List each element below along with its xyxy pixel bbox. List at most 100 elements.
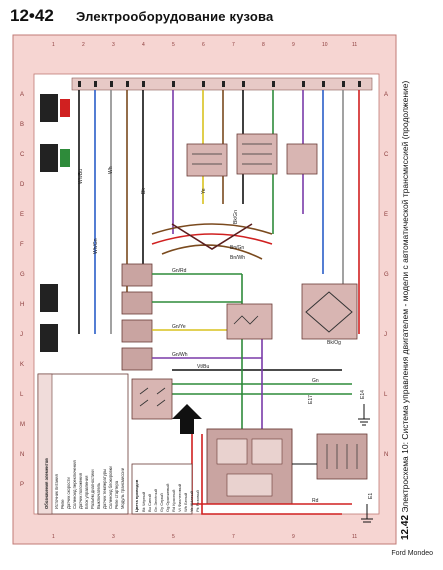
color-key-item: Pk Розовый: [195, 490, 200, 512]
legend-item: Разъём диагностики: [90, 469, 95, 509]
wire-label-rd: Rd: [312, 498, 319, 504]
ground-symbol-icon: [358, 404, 373, 523]
svg-text:A: A: [20, 92, 24, 98]
svg-text:8: 8: [262, 42, 265, 48]
color-key-item: Bu Синий: [147, 494, 152, 512]
left-switch-block: [131, 378, 173, 420]
wire-label-gn-rd: Gn/Rd: [172, 268, 187, 274]
color-key-item: Rd Красный: [171, 490, 176, 512]
svg-text:B: B: [20, 122, 24, 128]
wire-label-gn-ye: Gn/Ye: [172, 324, 186, 330]
caption-text: Электросхема 10: Система управления двиг…: [400, 80, 410, 513]
color-key-title: Цвета проводов: [134, 479, 139, 512]
color-key-item: Vt Фиолетовый: [177, 484, 182, 512]
wire-label-bk: Bk: [141, 188, 147, 194]
direction-arrow-icon: [172, 404, 202, 434]
caption-number: 12.42: [400, 514, 411, 540]
legend-item: Модуль трансмиссии: [120, 467, 125, 509]
right-bridge-module: [301, 283, 358, 340]
legend-item: Датчик положения: [78, 473, 83, 509]
svg-text:4: 4: [142, 42, 145, 48]
svg-text:H: H: [20, 302, 24, 308]
svg-text:G: G: [384, 272, 389, 278]
left-junction-markers: [40, 94, 70, 352]
wire-label-vt-bu: Vt/Bu: [197, 364, 209, 370]
svg-text:E: E: [384, 212, 388, 218]
page-header: 12•42 Электрооборудование кузова: [0, 0, 443, 34]
svg-text:C: C: [384, 152, 389, 158]
color-key-box: [131, 463, 193, 515]
svg-text:10: 10: [322, 42, 328, 48]
color-key-item: Gn Зелёный: [153, 489, 158, 512]
marker-e17: E17: [308, 395, 314, 404]
vertical-wire-bundle: [78, 90, 360, 334]
footer-brand: Ford Mondeo: [391, 550, 433, 557]
legend-item: Датчик температуры: [102, 469, 107, 509]
svg-text:9: 9: [292, 42, 295, 48]
svg-text:5: 5: [172, 42, 175, 48]
wire-label-gn-wh: Gn/Wh: [172, 352, 188, 358]
page-number: 12•42: [10, 6, 54, 25]
legend-box: [37, 373, 129, 515]
svg-text:K: K: [20, 362, 24, 368]
svg-text:7: 7: [232, 42, 235, 48]
svg-text:2: 2: [82, 42, 85, 48]
svg-text:3: 3: [112, 534, 115, 540]
wire-label-wh-gn: Wh/Gn: [93, 238, 99, 254]
page-title: Электрооборудование кузова: [76, 9, 274, 24]
left-relay-stack: [121, 263, 153, 371]
svg-text:1: 1: [52, 534, 55, 540]
legend-item: Датчик скорости: [66, 477, 71, 509]
wire-label-ye: Ye: [201, 188, 207, 194]
color-key-item: Og Оранжевый: [165, 484, 170, 512]
svg-text:6: 6: [202, 42, 205, 48]
legend-item: Источник питания: [54, 474, 59, 509]
wire-hub: [151, 223, 273, 260]
upper-relay-block: [186, 133, 318, 177]
svg-text:11: 11: [352, 534, 357, 540]
legend-item: Реле: [60, 499, 65, 509]
svg-text:3: 3: [112, 42, 115, 48]
marker-e14: E14: [360, 390, 366, 399]
legend-item: Реле стартера: [114, 480, 119, 509]
svg-text:J: J: [384, 332, 387, 338]
wire-label-bk-gn: Bk/Gn: [233, 210, 239, 224]
marker-e1: E1: [368, 493, 374, 499]
svg-text:G: G: [20, 272, 25, 278]
wire-label-bk-og: Bk/Og: [327, 340, 341, 346]
svg-text:11: 11: [352, 42, 357, 48]
svg-text:D: D: [20, 182, 25, 188]
right-lower-module: [316, 433, 368, 480]
legend-item: Соленоид переключения: [72, 460, 77, 509]
svg-text:A: A: [384, 92, 388, 98]
svg-text:L: L: [20, 392, 24, 398]
svg-text:N: N: [20, 452, 24, 458]
legend-title: Обозначения элементов: [44, 458, 49, 509]
color-key-item: Bk Чёрный: [141, 492, 146, 512]
frame-grid-numbers: 1 2 3 4 5 6 7 8 9 10 11 1 3 5 7 9 11: [52, 42, 357, 540]
svg-text:C: C: [20, 152, 25, 158]
svg-text:9: 9: [292, 534, 295, 540]
wire-label-bn-gn: Bn/Gn: [230, 245, 244, 251]
color-key-item: Gy Серый: [159, 493, 164, 512]
wire-label-bn-wh: Bn/Wh: [230, 255, 245, 261]
svg-text:J: J: [20, 332, 23, 338]
svg-text:P: P: [20, 482, 24, 488]
lower-main-module: [206, 428, 293, 505]
svg-text:7: 7: [232, 534, 235, 540]
wire-label-gn: Gn: [312, 378, 319, 384]
wire-label-wh: Wh: [108, 166, 114, 174]
legend-item: Выключатель: [96, 482, 101, 509]
middle-sensor-box: [226, 303, 273, 340]
diagram-caption: 12.42 Электросхема 10: Система управлени…: [400, 81, 411, 540]
svg-text:L: L: [384, 392, 388, 398]
svg-text:1: 1: [52, 42, 55, 48]
legend-item: Блок управления: [84, 476, 89, 509]
svg-text:N: N: [384, 452, 388, 458]
color-key-item: Ye Жёлтый: [189, 491, 194, 512]
top-connector-pins: [78, 81, 361, 87]
svg-text:5: 5: [172, 534, 175, 540]
legend-item: Соленоид блокировки: [108, 465, 113, 509]
svg-text:F: F: [20, 242, 24, 248]
